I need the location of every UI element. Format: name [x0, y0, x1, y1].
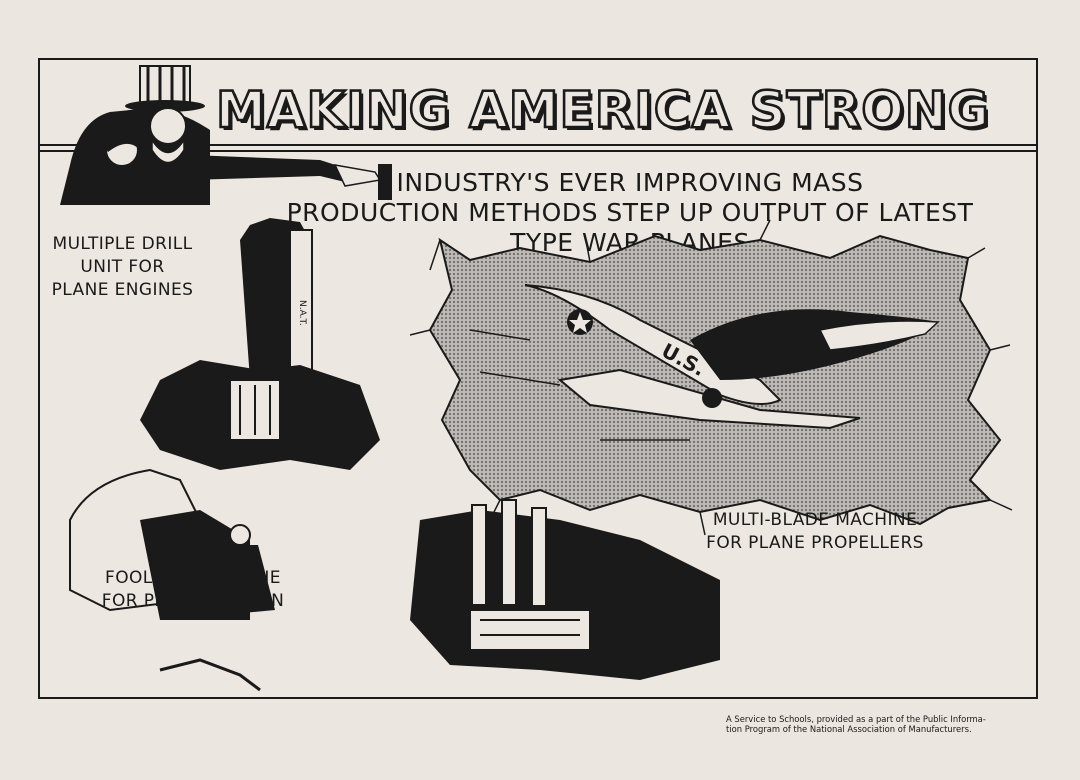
caption-drill-line-1: MULTIPLE DRILL [52, 234, 193, 254]
caption-drill-line-2: UNIT FOR [80, 257, 165, 277]
footer-credit: A Service to Schools, provided as a part… [726, 714, 1056, 734]
poster-title: MAKING AMERICA STRONG [215, 81, 990, 140]
drill-machine-icon [140, 218, 380, 470]
title-rule-top [40, 144, 1036, 146]
caption-drill-unit: MULTIPLE DRILL UNIT FOR PLANE ENGINES [20, 233, 225, 302]
caption-propeller-machine: MULTI-BLADE MACHINE FOR PLANE PROPELLERS [680, 509, 950, 555]
uncle-sam-icon [60, 65, 382, 205]
caption-drill-line-3: PLANE ENGINES [51, 280, 194, 300]
lathe-icon [69, 468, 275, 692]
drill-marking: N.A.T. [297, 300, 307, 326]
caption-lathe-line-2: FOR PLANE CANNON [101, 591, 285, 611]
caption-lathe-line-1: FOOL PROOF LATHE [105, 568, 281, 588]
caption-lathe: FOOL PROOF LATHE FOR PLANE CANNON [78, 567, 308, 613]
headline-line-1: INDUSTRY'S EVER IMPROVING MASS [396, 168, 864, 197]
footer-line-1: A Service to Schools, provided as a part… [726, 714, 986, 724]
propeller-machine-icon [410, 499, 720, 680]
war-plane-icon [469, 284, 940, 441]
caption-propeller-line-1: MULTI-BLADE MACHINE [712, 510, 918, 530]
initial-letter-icon [378, 164, 392, 200]
headline-line-2: PRODUCTION METHODS STEP UP OUTPUT OF LAT… [286, 198, 974, 227]
caption-propeller-line-2: FOR PLANE PROPELLERS [706, 533, 924, 553]
title-rule-bottom [40, 150, 1036, 152]
poster-headline: INDUSTRY'S EVER IMPROVING MASS PRODUCTIO… [250, 168, 1010, 258]
footer-line-2: tion Program of the National Association… [726, 724, 972, 734]
